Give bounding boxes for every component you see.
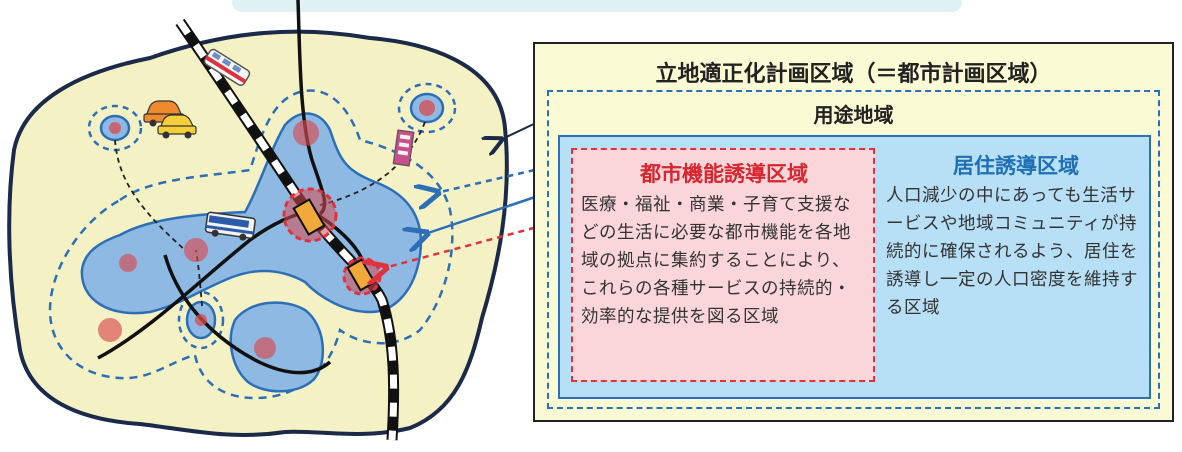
urban-function-area-title: 都市機能誘導区域 xyxy=(640,162,808,186)
use-area-title: 用途地域 xyxy=(813,103,894,127)
urban-center xyxy=(119,254,137,272)
residential-area-title: 居住誘導区域 xyxy=(953,154,1079,178)
planning-area-title: 立地適正化計画区域（＝都市計画区域） xyxy=(655,62,1052,87)
urban-center xyxy=(254,337,276,359)
community-link xyxy=(114,139,186,251)
urban-center xyxy=(195,314,207,326)
city-map xyxy=(7,0,540,441)
urban-center xyxy=(293,120,319,146)
use-area-island-right xyxy=(397,82,457,134)
residential-area-description: 人口減少の中にあっても生活サービスや地域コミュニティが持続的に確保されるよう、居… xyxy=(886,186,1138,318)
arrow-use-area xyxy=(436,167,540,193)
planning-area-legend: 立地適正化計画区域（＝都市計画区域） 用途地域 都市機能誘導区域 医療・福祉・商… xyxy=(533,42,1174,422)
residential-area-south xyxy=(229,301,325,393)
road xyxy=(163,254,332,375)
use-area-island-left xyxy=(87,104,143,152)
urban-center xyxy=(419,100,435,116)
use-area-boundary xyxy=(48,89,454,400)
arrow-planning-area xyxy=(500,121,539,140)
train-icon xyxy=(203,48,251,87)
railway-dash xyxy=(177,20,398,441)
arrow-urban-function-area xyxy=(384,224,540,268)
use-area-island-small xyxy=(177,290,225,350)
station-icon xyxy=(292,198,326,236)
bus-icon xyxy=(204,211,256,241)
urban-center xyxy=(109,122,121,134)
residential-area-legend: 都市機能誘導区域 医療・福祉・商業・子育て支援などの生活に必要な都市機能を各地域… xyxy=(558,135,1151,399)
community-link xyxy=(319,121,426,206)
urban-function-area-description: 医療・福祉・商業・子育て支援などの生活に必要な都市機能を各地域の拠点に集約するこ… xyxy=(581,195,851,327)
urban-center xyxy=(184,238,208,262)
car-icon xyxy=(157,114,197,139)
top-banner xyxy=(232,0,962,12)
urban-function-area-legend: 都市機能誘導区域 医療・福祉・商業・子育て支援などの生活に必要な都市機能を各地域… xyxy=(571,148,875,382)
use-area-legend: 用途地域 都市機能誘導区域 医療・福祉・商業・子育て支援などの生活に必要な都市機… xyxy=(547,90,1160,409)
urban-center xyxy=(98,318,122,342)
building-icon xyxy=(392,129,415,167)
